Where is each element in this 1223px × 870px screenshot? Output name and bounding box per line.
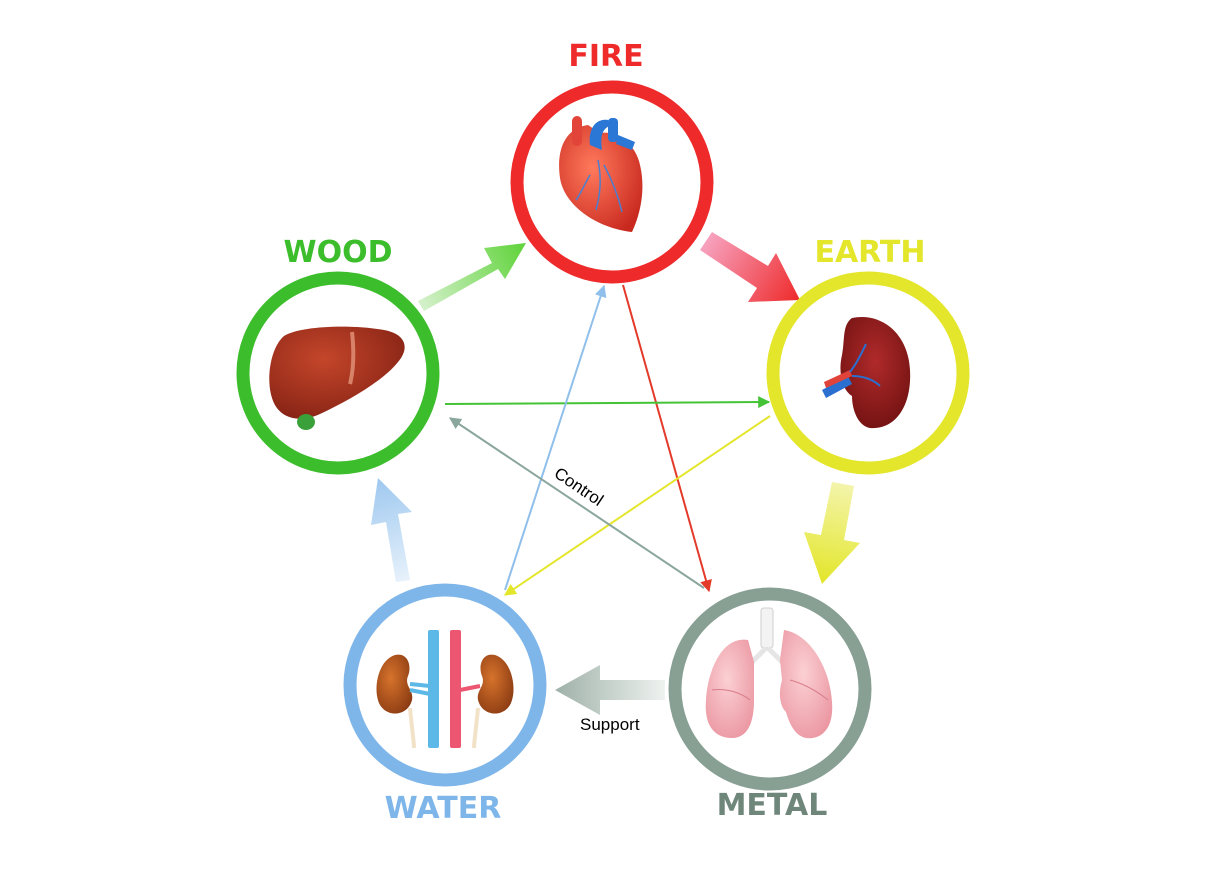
control-arrow-metal-to-wood [449,417,705,589]
control-arrow-earth-to-water [504,415,771,596]
support-arrow-earth-to-metal [804,482,860,584]
kidneys-icon [376,630,514,749]
control-arrow-water-to-fire [504,284,607,591]
support-arrow-water-to-wood [371,478,412,582]
control-arrow-fire-to-metal [622,284,712,593]
support-arrow-wood-to-fire [418,243,526,311]
support-arrow-fire-to-earth [700,232,800,302]
element-node-metal: METAL [668,587,872,823]
metal-label: METAL [717,788,828,823]
water-ring [343,583,547,787]
element-node-fire: FIRE [510,39,714,284]
support-label: Support [580,715,640,734]
element-node-water: WATER [343,583,547,826]
fire-label: FIRE [568,39,643,74]
support-arrow-metal-to-water [555,665,665,715]
element-node-earth: EARTH [766,235,970,475]
water-label: WATER [385,791,502,826]
spleen-icon [822,316,911,429]
wood-label: WOOD [284,235,393,270]
liver-icon [269,326,405,430]
element-node-wood: WOOD [236,235,440,475]
earth-label: EARTH [814,235,925,270]
lungs-icon [705,607,833,739]
heart-icon [559,116,643,232]
control-arrow-wood-to-earth [444,396,771,409]
